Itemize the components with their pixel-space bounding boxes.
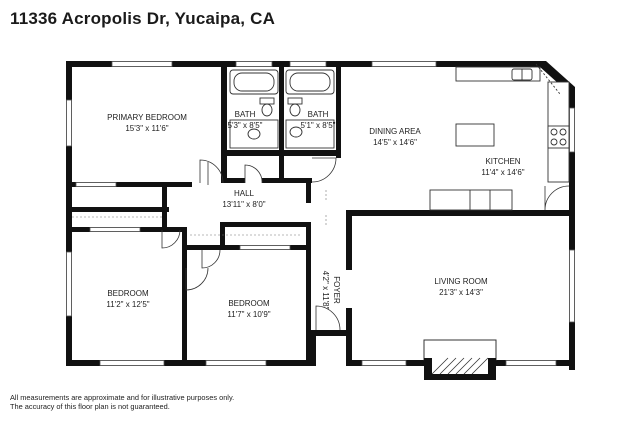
- disclaimer-line-2: The accuracy of this floor plan is not g…: [10, 402, 170, 411]
- room-label-dining-area: DINING AREA: [369, 127, 421, 136]
- disclaimer-line-1: All measurements are approximate and for…: [10, 393, 235, 402]
- room-dims-bath-left: 5'3" x 8'5": [228, 121, 263, 130]
- room-dims-hall: 13'11" x 8'0": [222, 200, 265, 209]
- kitchen-fixtures: [429, 63, 570, 211]
- room-dims-dining-area: 14'5" x 14'6": [373, 138, 417, 147]
- room-dims-primary-bedroom: 15'3" x 11'6": [125, 124, 168, 133]
- doors: [161, 157, 570, 331]
- bath-fixtures: [229, 69, 335, 149]
- interior-walls: [66, 61, 575, 366]
- closet-lines: [72, 190, 327, 236]
- room-label-bedroom-mid: BEDROOM: [228, 299, 270, 308]
- room-dims-kitchen: 11'4" x 14'6": [481, 168, 524, 177]
- room-dims-bedroom-mid: 11'7" x 10'9": [227, 310, 270, 319]
- page-title: 11336 Acropolis Dr, Yucaipa, CA: [10, 9, 276, 28]
- room-dims-living-room: 21'3" x 14'3": [439, 288, 483, 297]
- room-label-primary-bedroom: PRIMARY BEDROOM: [107, 113, 187, 122]
- room-dims-bedroom-left: 11'2" x 12'5": [106, 300, 149, 309]
- room-label-bath-right: BATH: [308, 110, 329, 119]
- room-label-hall: HALL: [234, 189, 255, 198]
- room-label-bath-left: BATH: [235, 110, 256, 119]
- room-label-living-room: LIVING ROOM: [434, 277, 488, 286]
- windows: [66, 61, 575, 366]
- disclaimer: All measurements are approximate and for…: [10, 393, 234, 411]
- fireplace: [423, 339, 497, 380]
- room-dims-foyer: 4'2" x 11'8": [321, 271, 330, 310]
- room-label-foyer: FOYER: [332, 276, 341, 304]
- room-dims-bath-right: 5'1" x 8'5": [301, 121, 336, 130]
- room-label-kitchen: KITCHEN: [485, 157, 520, 166]
- room-label-bedroom-left: BEDROOM: [107, 289, 149, 298]
